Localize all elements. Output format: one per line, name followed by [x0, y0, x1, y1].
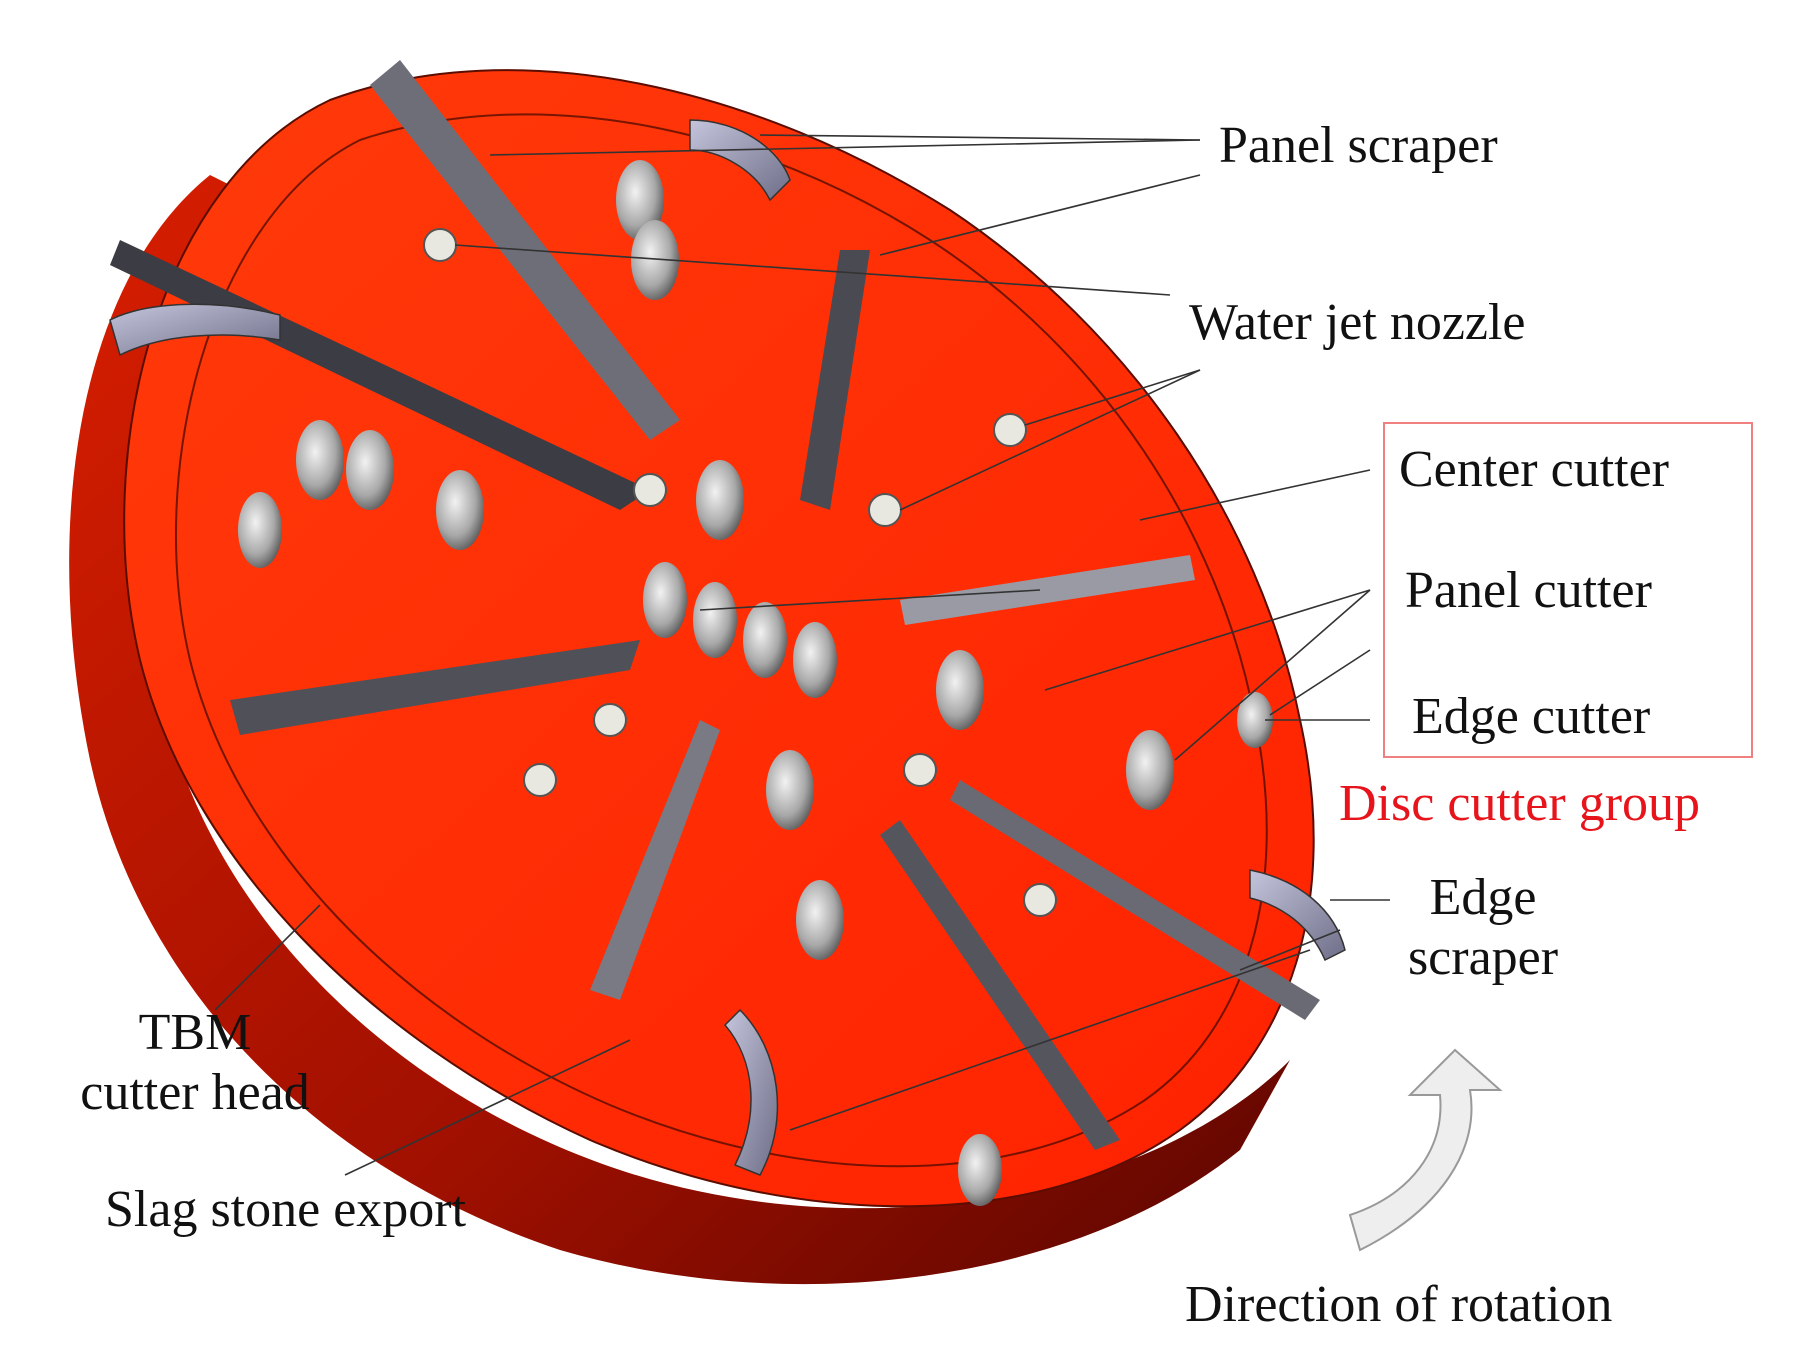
label-direction-of-rotation: Direction of rotation [1185, 1276, 1613, 1333]
label-edge-scraper: Edge scraper [1378, 868, 1588, 988]
label-tbm-line1: TBM [138, 1004, 252, 1061]
label-center-cutter: Center cutter [1399, 441, 1669, 498]
label-edge-scraper-line2: scraper [1407, 928, 1559, 986]
leader-lines [214, 134, 1390, 1176]
label-panel-scraper: Panel scraper [1219, 117, 1498, 174]
label-water-jet-nozzle: Water jet nozzle [1189, 294, 1526, 351]
label-panel-cutter: Panel cutter [1405, 562, 1652, 619]
label-disc-cutter-group: Disc cutter group [1339, 775, 1701, 832]
label-edge-scraper-line1: Edge [1429, 869, 1537, 926]
disc-cutter-group-box [1383, 422, 1753, 758]
label-tbm-line2: cutter head [80, 1063, 310, 1121]
label-tbm-cutter-head: TBM cutter head [45, 1003, 345, 1123]
water-jet-nozzles [423, 228, 1057, 917]
label-slag-stone-export: Slag stone export [105, 1181, 467, 1238]
label-edge-cutter: Edge cutter [1412, 688, 1651, 745]
curved-arrow-icon [1348, 1048, 1503, 1252]
disc-cutters [238, 160, 1273, 1206]
